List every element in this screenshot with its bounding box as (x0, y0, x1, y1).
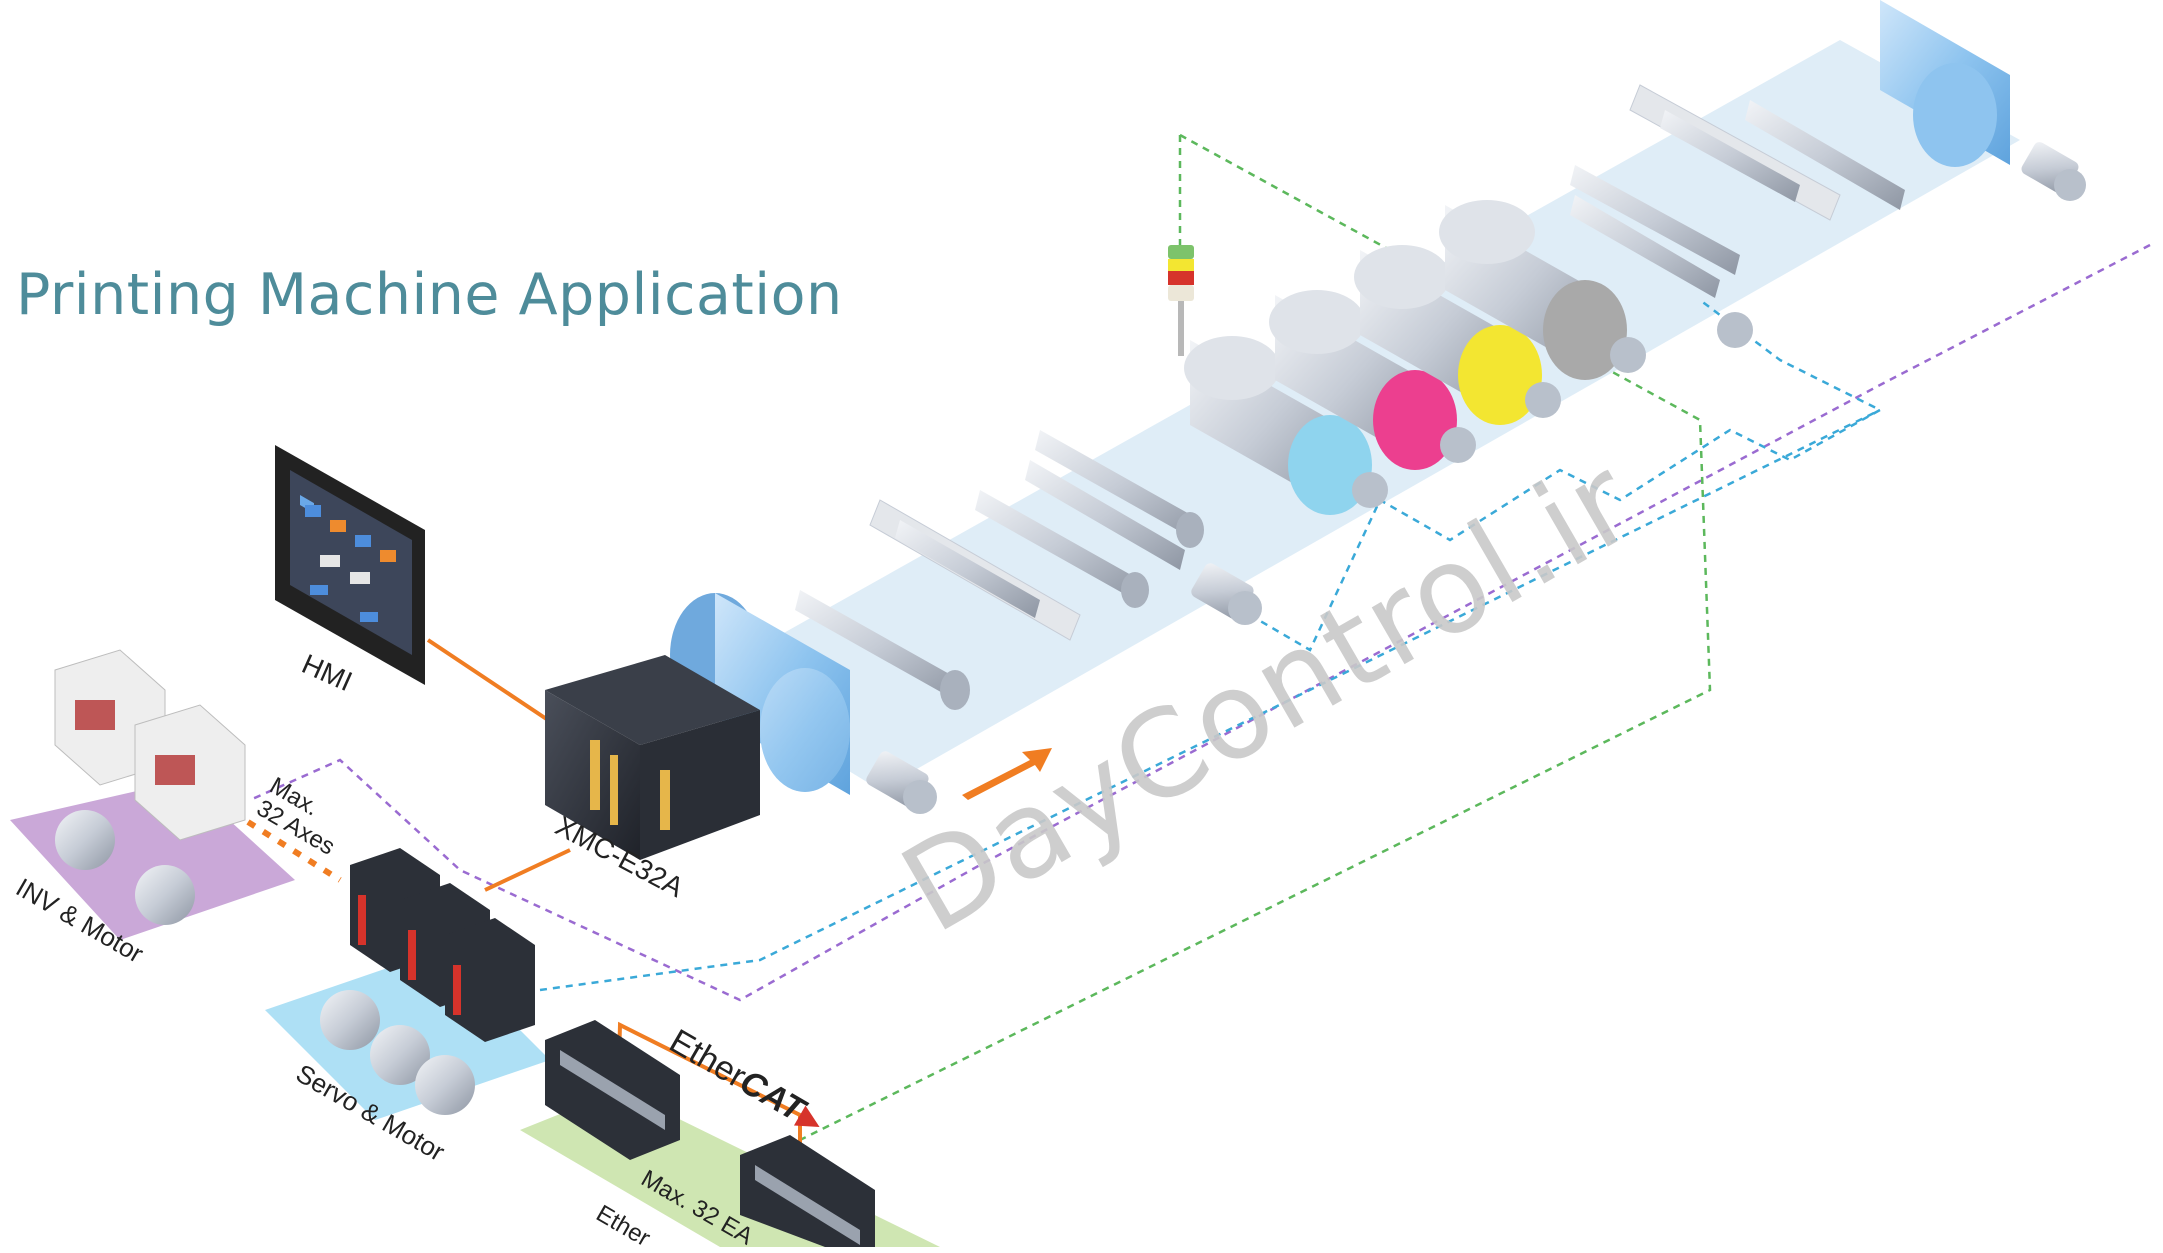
idler-rollers-lower (795, 430, 1204, 710)
tower-light-icon (1168, 245, 1194, 356)
ethercat-purple-line (249, 243, 2151, 1002)
hmi-panel-icon (275, 445, 425, 685)
orange-dots (246, 819, 747, 1168)
rewind-roller (1880, 0, 2010, 167)
ink-unit-yellow (1354, 245, 1542, 425)
ink-unit-cyan (1184, 336, 1372, 515)
io-green-line (799, 133, 1712, 1142)
motor-icon (866, 751, 937, 814)
motor-icon (1191, 563, 1262, 625)
servo-drive-icon (350, 848, 535, 1042)
page-title: Printing Machine Application (16, 262, 843, 328)
idler-rollers-upper (1570, 84, 1905, 348)
motor-icon (320, 990, 475, 1115)
ink-unit-gray (1439, 200, 1627, 380)
motor-icon (2021, 142, 2086, 201)
ink-unit-motors (1352, 337, 1646, 508)
inverter-icon (54, 649, 246, 841)
ink-unit-magenta (1269, 290, 1457, 470)
ethercat-io-icon (545, 1020, 875, 1247)
ethercat-cyan-line (539, 299, 1883, 992)
direction-arrow-icon (962, 748, 1052, 800)
controller-icon (545, 655, 760, 860)
motor-icon (55, 810, 195, 925)
